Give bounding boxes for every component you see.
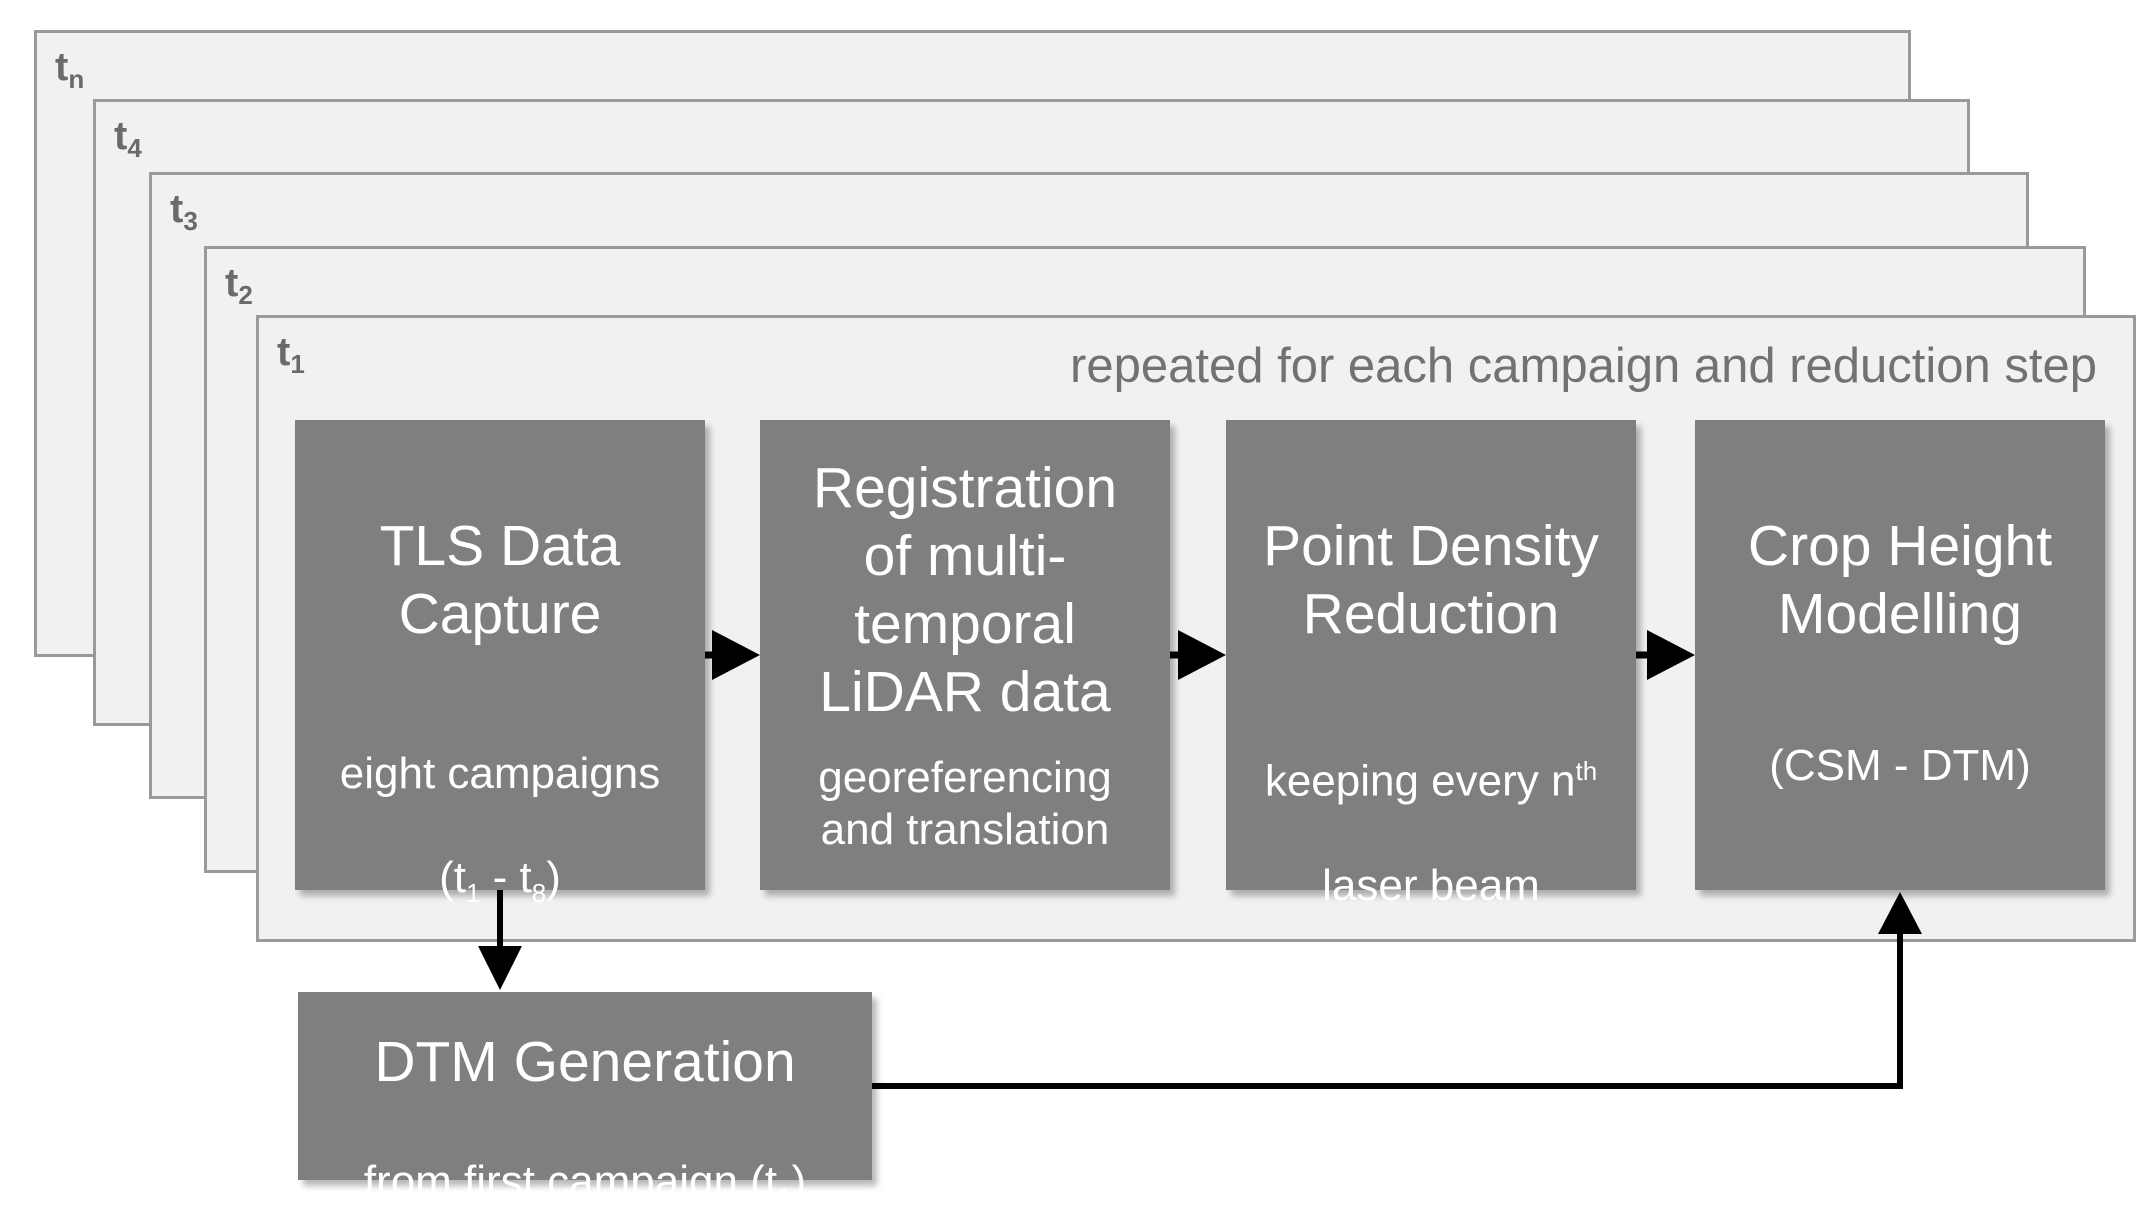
tls-data-capture-title: TLS Data Capture: [379, 514, 621, 646]
layer-label-t2: t2: [225, 261, 253, 310]
crop-height-sub: (CSM - DTM): [1769, 741, 2031, 790]
arrow-dtm-to-crop: [872, 892, 1922, 1089]
point-density-title: Point Density Reduction: [1263, 514, 1599, 646]
arrow-tls-to-dtm: [478, 890, 522, 990]
dtm-generation-title: DTM Generation: [374, 1030, 796, 1094]
layer-label-t4: t4: [114, 114, 142, 163]
layer-label-t3: t3: [170, 187, 198, 236]
tls-data-capture-box: TLS Data Capture eight campaigns (t1 - t…: [295, 420, 705, 908]
point-density-box: Point Density Reduction keeping every nt…: [1226, 420, 1636, 910]
registration-box: Registration of multi- temporal LiDAR da…: [760, 420, 1170, 890]
layer-label-t1: t1: [277, 330, 305, 379]
point-density-sub: keeping every nth laser beam: [1264, 756, 1598, 910]
crop-height-box: Crop Height Modelling (CSM - DTM): [1695, 420, 2105, 890]
dtm-generation-box: DTM Generation from first campaign (t1): [298, 992, 872, 1212]
arrow-registration-to-density: [1170, 630, 1226, 680]
registration-title: Registration of multi- temporal LiDAR da…: [812, 456, 1118, 724]
layer-label-tn: tn: [55, 45, 85, 94]
arrow-density-to-crop: [1636, 630, 1695, 680]
arrow-tls-to-registration: [705, 630, 760, 680]
tls-data-capture-sub: eight campaigns (t1 - t8): [339, 749, 661, 908]
dtm-generation-sub: from first campaign (t1): [363, 1157, 807, 1212]
repeat-note: repeated for each campaign and reduction…: [1070, 339, 2097, 393]
registration-sub: georeferencing and translation: [818, 753, 1112, 854]
crop-height-title: Crop Height Modelling: [1747, 514, 2053, 646]
